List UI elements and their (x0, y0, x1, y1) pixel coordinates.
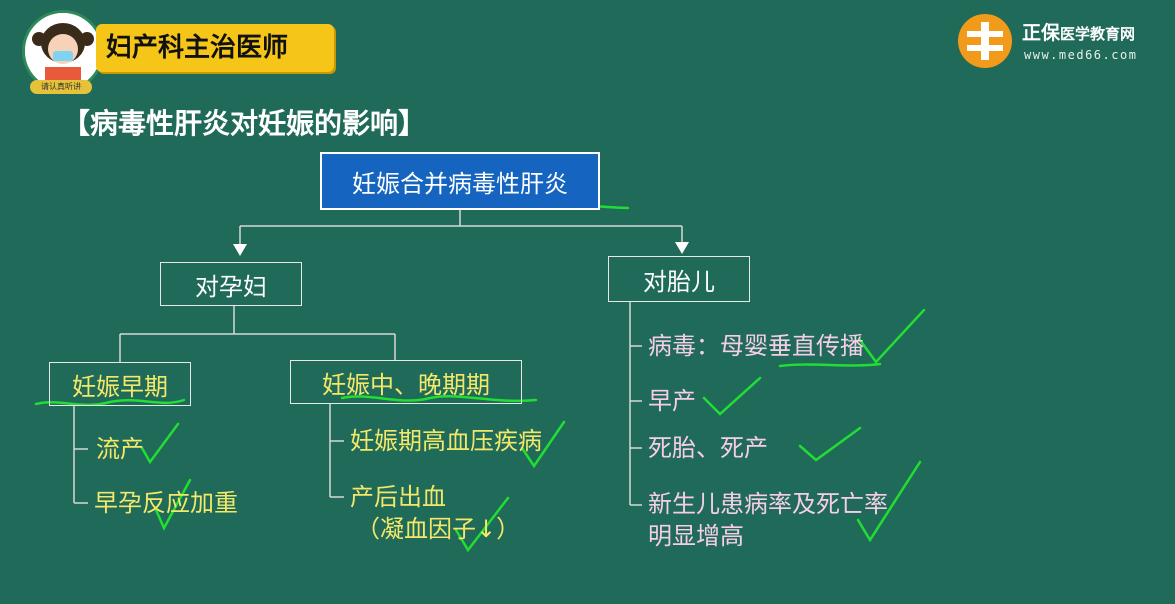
brand-sub: 医学教育网 (1060, 25, 1136, 43)
fetus-item-premature-birth: 早产 (648, 387, 696, 415)
slide-title: 【病毒性肝炎对妊娠的影响】 (62, 107, 427, 140)
fetus-item-significantly-increased: 明显增高 (648, 522, 744, 550)
brand-url: www.med66.com (1024, 48, 1138, 62)
fetus-item-stillbirth: 死胎、死产 (648, 434, 768, 462)
fetus-node: 对胎儿 (608, 256, 750, 302)
early-pregnancy-node: 妊娠早期 (49, 362, 191, 406)
mother-node: 对孕妇 (160, 262, 302, 306)
late-item-postpartum-hemorrhage: 产后出血 (350, 483, 446, 511)
root-node: 妊娠合并病毒性肝炎 (320, 152, 600, 210)
course-badge (96, 24, 334, 72)
brand-name: 正保医学教育网 (1022, 18, 1135, 45)
early-item-morning-sickness: 早孕反应加重 (94, 489, 238, 517)
late-item-hypertension: 妊娠期高血压疾病 (350, 427, 542, 455)
brand-main: 正保 (1022, 22, 1061, 44)
fetus-item-neonatal-morbidity: 新生儿患病率及死亡率 (648, 490, 888, 518)
fetus-item-vertical-transmission: 病毒：母婴垂直传播 (648, 332, 864, 360)
mid-late-pregnancy-node: 妊娠中、晚期期 (290, 360, 522, 404)
arrow-down-icon (233, 244, 247, 256)
brand-logo-icon (958, 14, 1012, 68)
avatar-caption: 请认真听讲 (30, 80, 92, 94)
early-item-abortion: 流产 (96, 435, 144, 463)
course-title: 妇产科主治医师 (106, 33, 289, 63)
arrow-down-icon (675, 242, 689, 254)
late-item-coagulation-note: （凝血因子↓） (356, 515, 521, 543)
